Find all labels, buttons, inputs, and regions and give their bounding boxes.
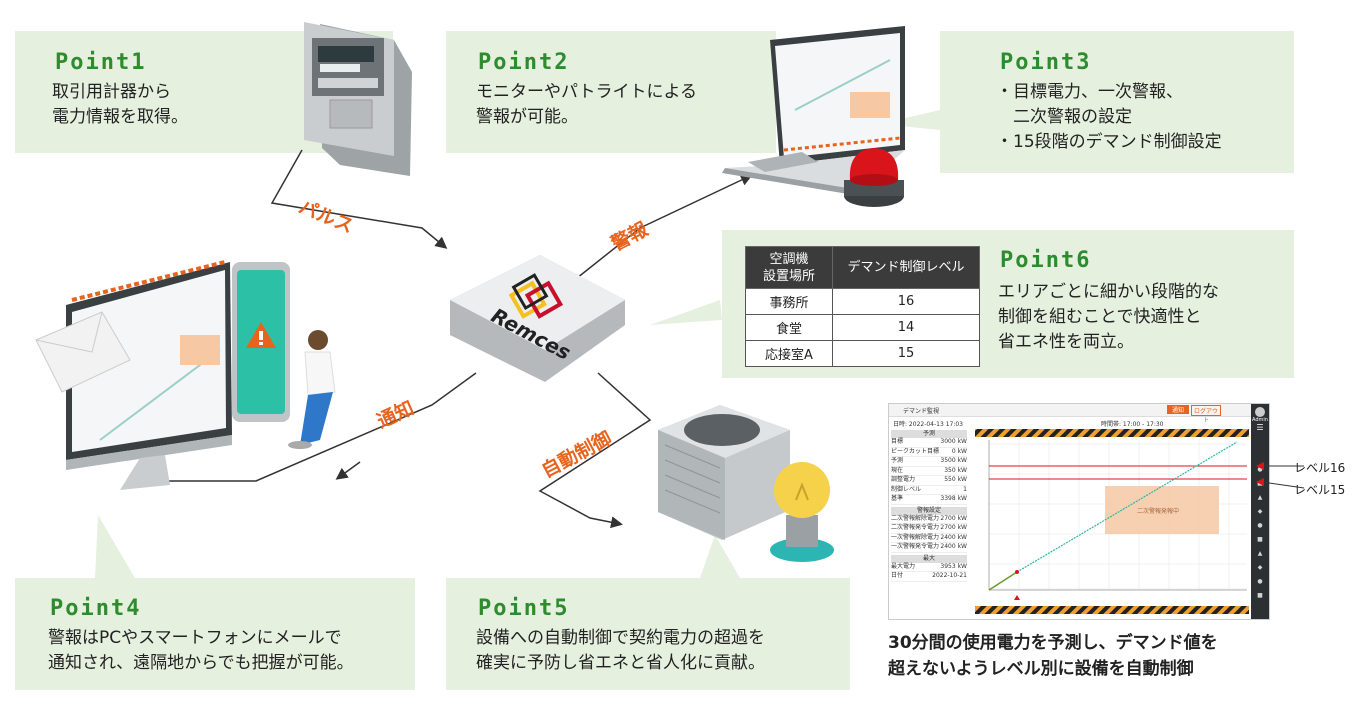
light-bulb-icon xyxy=(770,462,834,562)
level-pointers xyxy=(1256,462,1305,489)
app-title: デマンド監視 xyxy=(903,408,940,415)
laptop-icon xyxy=(722,26,905,196)
datetime-text: 日時: 2022-04-13 17:03 xyxy=(893,421,963,428)
point3-text: ・目標電力、一次警報、 二次警報の設定・15段階のデマンド制御設定 xyxy=(996,82,1222,152)
app-sidebar: Admin ☰ ●■▲◆●■▲◆●■ xyxy=(1251,404,1269,619)
point2-card xyxy=(446,31,776,153)
point4-text: 警報はPCやスマートフォンにメールで通知され、遠隔地からでも把握が可能。 xyxy=(48,628,354,673)
point3-title: Point3 xyxy=(1000,50,1092,75)
envelope-icon xyxy=(35,311,131,393)
user-name: Admin xyxy=(1252,417,1268,423)
notify-connector xyxy=(158,372,477,482)
point3-card xyxy=(940,31,1294,173)
point2-text: モニターやパトライトによる警報が可能。 xyxy=(476,82,697,127)
app-header: デマンド監視 通知 ログアウト xyxy=(889,404,1269,424)
section-max: 最大 xyxy=(891,554,967,563)
person-icon xyxy=(288,330,336,449)
air-conditioner-icon xyxy=(658,405,790,540)
level15-label: レベル15 xyxy=(1294,483,1346,497)
point1-title: Point1 xyxy=(55,50,147,75)
demand-chart xyxy=(975,429,1249,614)
point5-text: 設備への自動制御で契約電力の超過を確実に予防し省エネと省人化に貢献。 xyxy=(476,628,765,673)
pulse-connector xyxy=(270,149,448,249)
alarm-light-icon xyxy=(844,148,904,207)
point5-card xyxy=(446,578,850,690)
logout-button[interactable]: ログアウト xyxy=(1191,405,1221,424)
point6-title: Point6 xyxy=(1000,248,1092,273)
menu-icon[interactable]: ☰ xyxy=(1256,423,1264,432)
period-text: 時間帯: 17:00 - 17:30 xyxy=(1101,421,1164,428)
point1-text: 取引用計器から電力情報を取得。 xyxy=(52,82,188,127)
point5-title: Point5 xyxy=(478,596,570,621)
smartphone-icon xyxy=(232,262,290,422)
demand-monitor-screen: デマンド監視 通知 ログアウト 日時: 2022-04-13 17:03 時間帯… xyxy=(888,403,1270,620)
section-alarm: 警報設定 xyxy=(891,506,967,515)
user-avatar[interactable] xyxy=(1255,407,1265,417)
notify-button[interactable]: 通知 xyxy=(1167,405,1189,414)
screen-caption: 30分間の使用電力を予測し、デマンド値を超えないようレベル別に設備を自動制御 xyxy=(888,633,1218,679)
point2-title: Point2 xyxy=(478,50,570,75)
meter-icon xyxy=(304,22,412,176)
pc-monitor-icon xyxy=(66,260,232,490)
point6-text: エリアごとに細かい段階的な制御を組むことで快適性と省エネ性を両立。 xyxy=(998,282,1219,352)
table-header-level: デマンド制御レベル xyxy=(832,246,980,289)
alarm-connector xyxy=(571,174,753,283)
level16-label: レベル16 xyxy=(1294,461,1346,475)
point4-title: Point4 xyxy=(50,596,142,621)
alarm-box-label: 二次警報発報中 xyxy=(1137,508,1180,515)
table-header-location: 空調機設置場所 xyxy=(745,246,833,289)
auto-connector xyxy=(538,372,652,529)
remces-hub-icon xyxy=(450,255,625,382)
section-forecast: 予測 xyxy=(891,430,967,438)
point4-card xyxy=(15,578,415,690)
